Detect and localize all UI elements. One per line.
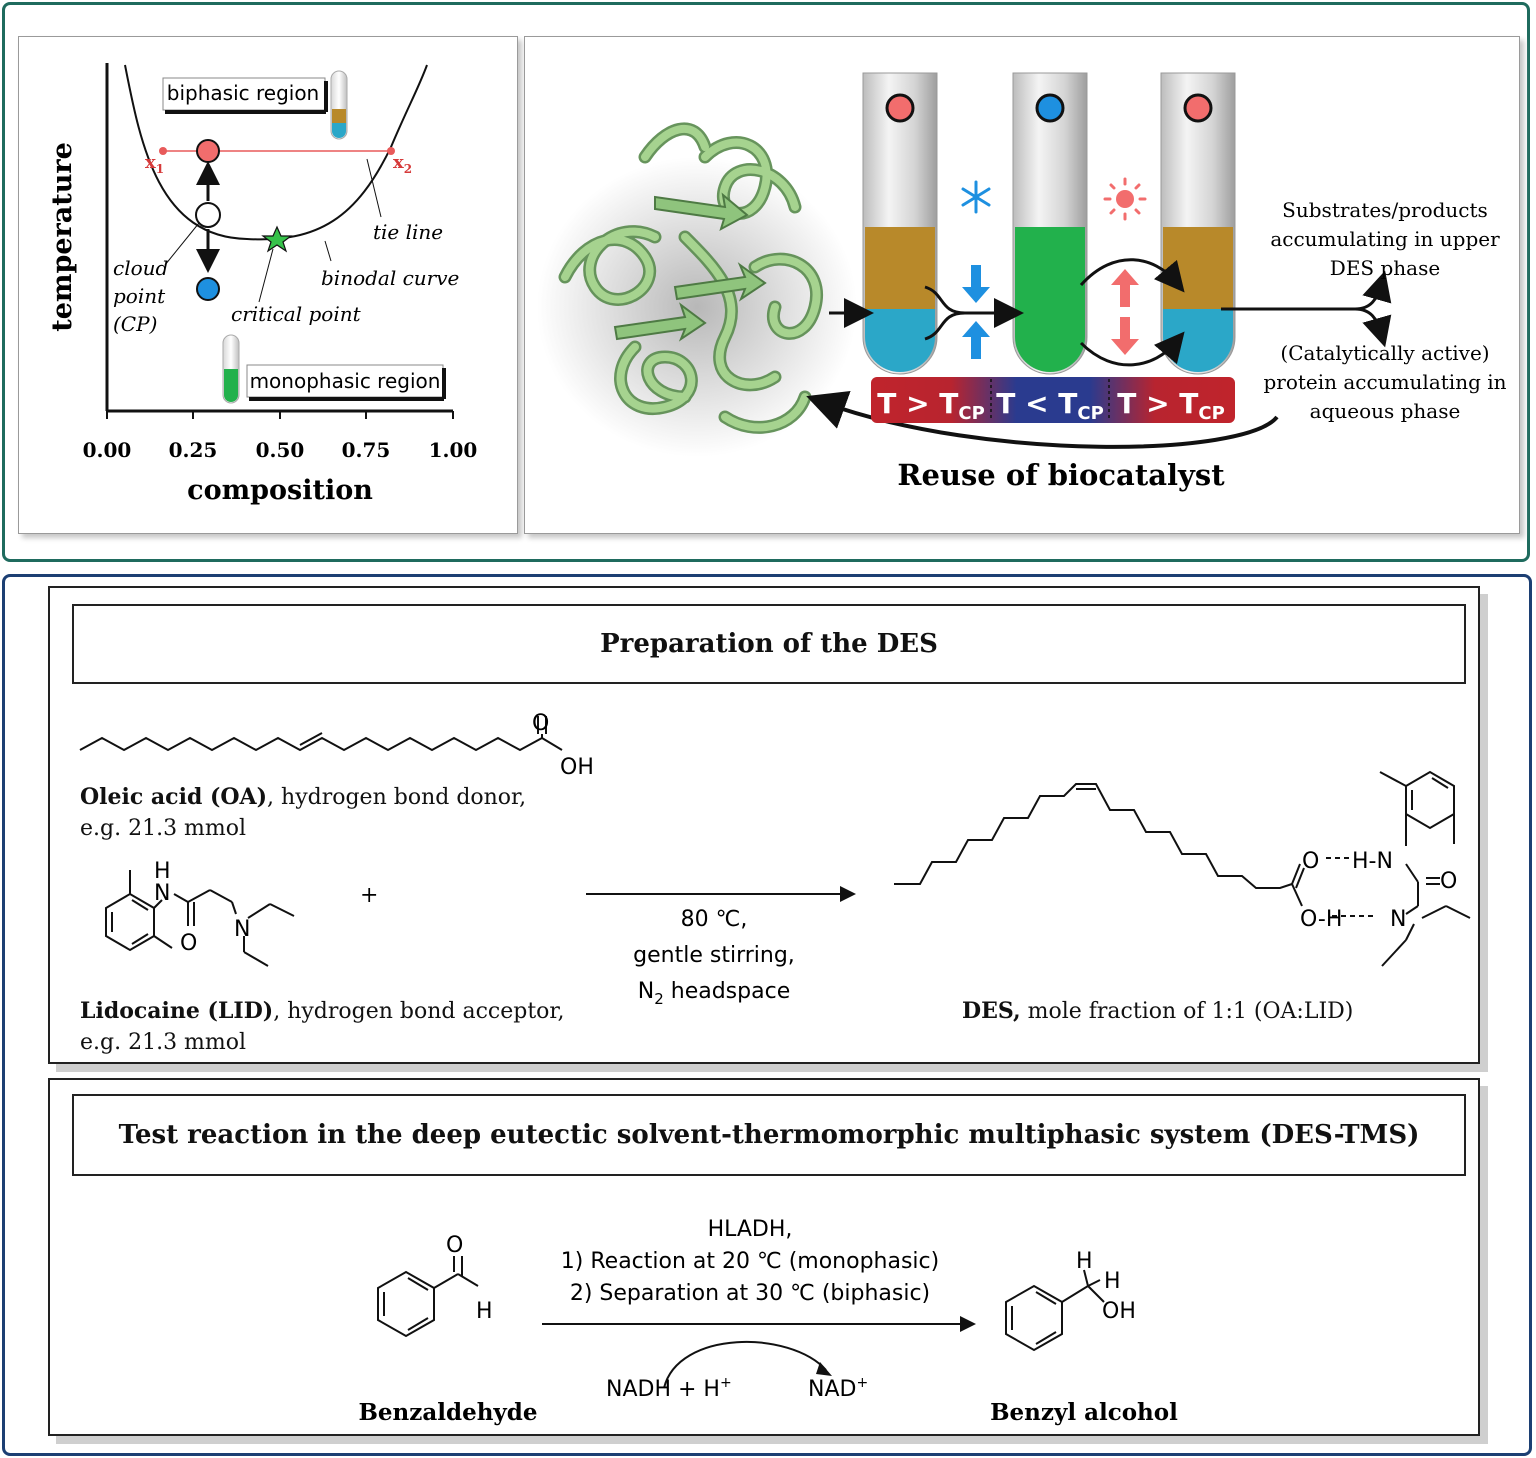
biphasic-mini-tube (330, 70, 348, 140)
cloud-point-label-3: (CP) (113, 312, 157, 336)
preparation-title: Preparation of the DES (72, 604, 1466, 684)
binodal-curve-line (124, 64, 428, 241)
critical-point-label: critical point (231, 302, 362, 326)
flow-arrows (806, 258, 1392, 449)
top-section-frame (2, 2, 1530, 562)
des-o-atom: O (1302, 849, 1319, 874)
des-complex-structure (894, 770, 1471, 967)
des-caption: DES, mole fraction of 1:1 (OA:LID) (962, 998, 1354, 1024)
oa-o-atom: O (532, 711, 549, 736)
benzaldehyde-h-atom: H (476, 1299, 493, 1324)
upper-note-3: DES phase (1330, 256, 1440, 280)
des-n-atom: N (1390, 907, 1406, 932)
prep-condition-3: N2 headspace (638, 979, 790, 1008)
lid-caption: Lidocaine (LID), hydrogen bond acceptor,… (80, 998, 565, 1055)
y-axis-label: temperature (47, 142, 78, 332)
reuse-label: Reuse of biocatalyst (897, 458, 1225, 492)
test-title: Test reaction in the deep eutectic solve… (72, 1094, 1466, 1176)
benzyl-h1-atom: H (1076, 1249, 1093, 1274)
cycle-diagram: T > TCP T < TCP T > TCP Substrates/produ… (537, 72, 1507, 492)
x-tick-3: 0.75 (342, 438, 391, 462)
tube-1 (862, 72, 938, 375)
temp-label-3: T > TCP (1117, 387, 1225, 424)
lid-o-atom: O (180, 931, 197, 956)
benzyl-h2-atom: H (1104, 1269, 1121, 1294)
biphasic-label: biphasic region (167, 81, 319, 105)
x-tick-4: 1.00 (429, 438, 478, 462)
phase-diagram-panel: biphasic region monophasic region x1 x2 … (18, 36, 518, 534)
lower-note-2: protein accumulating in (1263, 370, 1506, 394)
product-label: Benzyl alcohol (990, 1399, 1178, 1426)
cloud-point-label-2: point (113, 284, 166, 308)
phase-diagram: biphasic region monophasic region x1 x2 … (47, 63, 478, 506)
lower-note-3: aqueous phase (1310, 399, 1461, 423)
oa-caption: Oleic acid (OA), hydrogen bond donor, e.… (80, 784, 527, 841)
benzyl-alcohol-structure (1005, 1269, 1105, 1352)
tie-line-label: tie line (373, 220, 443, 244)
oa-oh-atom: OH (560, 755, 594, 780)
reactant-label: Benzaldehyde (358, 1399, 537, 1426)
des-hn-atom: H-N (1352, 849, 1393, 874)
lidocaine-structure (105, 870, 295, 967)
x-tick-0: 0.00 (83, 438, 132, 462)
tube-3 (1160, 72, 1236, 375)
test-reaction-box: Test reaction in the deep eutectic solve… (48, 1078, 1480, 1436)
monophasic-mini-tube (222, 334, 240, 404)
cloud-point-marker (195, 202, 221, 228)
temperature-bar (871, 377, 1235, 423)
hot-state-marker (196, 139, 220, 163)
prep-condition-2: gentle stirring, (633, 943, 795, 968)
prep-condition-1: 80 ℃, (681, 907, 748, 932)
temp-label-1: T > TCP (877, 387, 985, 424)
benzyl-oh-atom: OH (1102, 1299, 1136, 1324)
lid-n2-atom: N (234, 917, 250, 942)
heating-arrows (1111, 269, 1139, 355)
x1-point (159, 147, 167, 155)
cofactor-arc (663, 1340, 827, 1389)
leader-lines (164, 158, 382, 303)
cold-state-marker (196, 277, 220, 301)
snowflake-icon (961, 180, 991, 214)
des-oh-atom: O-H (1300, 907, 1342, 932)
critical-point-star (261, 225, 293, 253)
preparation-structures: O OH N H O N + 80 ℃, (79, 711, 1471, 1008)
benzaldehyde-o-atom: O (446, 1233, 463, 1258)
lid-n-atom: N (154, 881, 170, 906)
preparation-box: Preparation of the DES O OH (48, 586, 1480, 1064)
x-tick-2: 0.50 (256, 438, 305, 462)
x-tick-1: 0.25 (169, 438, 218, 462)
temp-label-2: T < TCP (996, 387, 1104, 424)
oleic-acid-structure (79, 716, 563, 752)
tube-2 (1012, 72, 1088, 375)
nadh-label: NADH + H+ (606, 1375, 732, 1402)
monophasic-label-box (246, 364, 444, 398)
cooling-arrows (962, 265, 990, 359)
bottom-section-frame (2, 574, 1532, 1456)
monophasic-label: monophasic region (250, 369, 441, 393)
protein-structure (537, 122, 857, 457)
test-reaction-structures: O H HLADH, 1) Reaction at 20 ℃ (monophas… (358, 1217, 1178, 1426)
upper-note-1: Substrates/products (1282, 198, 1488, 222)
x-axis-label: composition (187, 475, 373, 506)
lower-note-1: (Catalytically active) (1280, 341, 1489, 365)
plus-sign: + (360, 883, 378, 908)
x2-label: x2 (393, 152, 412, 176)
x2-point (387, 147, 395, 155)
x-tick-marks (106, 411, 454, 419)
benzaldehyde-structure (377, 1256, 479, 1338)
binodal-curve-label: binodal curve (321, 266, 459, 290)
x1-label: x1 (145, 152, 164, 176)
sun-icon (1103, 177, 1147, 221)
des-amide-o-atom: O (1440, 869, 1457, 894)
lid-h-atom: H (154, 859, 171, 884)
cloud-point-label-1: cloud (113, 256, 168, 280)
biocatalyst-cycle-panel: T > TCP T < TCP T > TCP Substrates/produ… (524, 36, 1520, 534)
test-condition-1: HLADH, (708, 1217, 793, 1242)
nad-label: NAD+ (808, 1375, 868, 1402)
upper-note-2: accumulating in upper (1270, 227, 1500, 251)
test-condition-2: 1) Reaction at 20 ℃ (monophasic) (561, 1249, 939, 1274)
test-condition-3: 2) Separation at 30 ℃ (biphasic) (570, 1281, 930, 1306)
